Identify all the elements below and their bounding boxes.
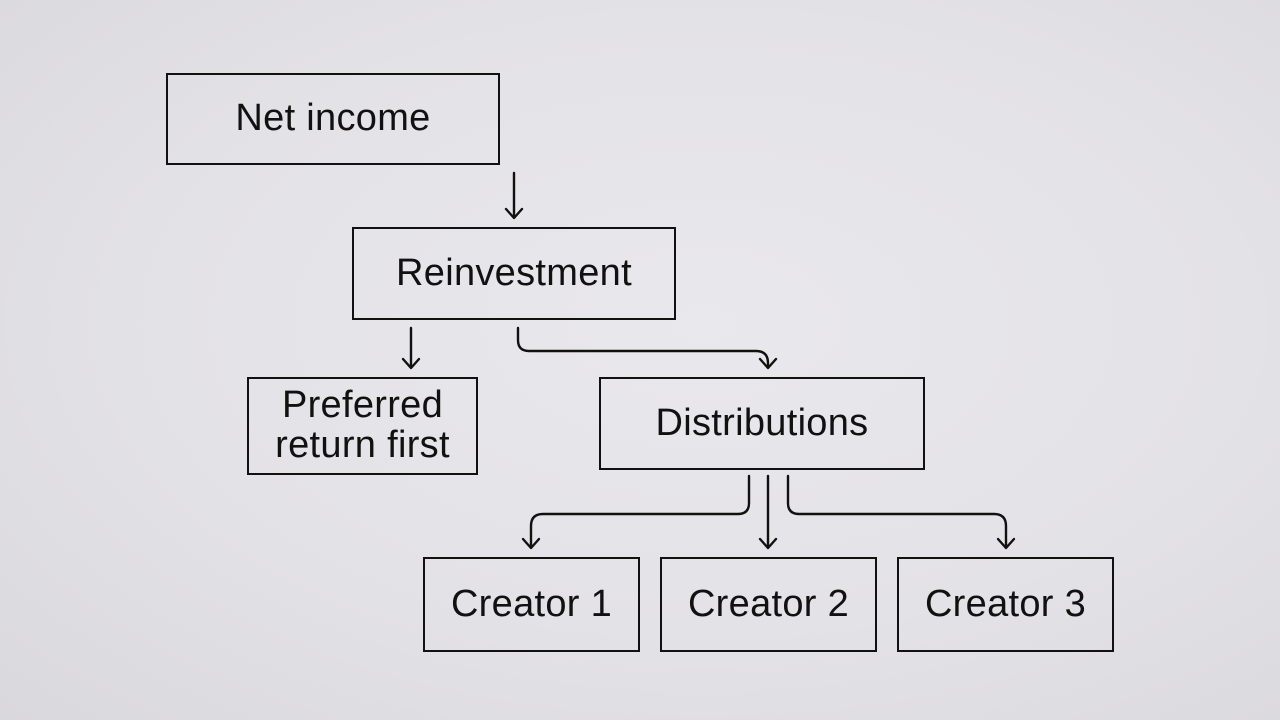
node-preferred-return-label: Preferred return first (275, 384, 450, 466)
node-reinvestment-label: Reinvestment (396, 251, 632, 294)
arrow-distributions-to-creator-3 (786, 474, 1016, 550)
node-creator-3-label: Creator 3 (924, 582, 1087, 625)
node-creator-1: Creator 1 (423, 557, 640, 652)
node-creator-2-label: Creator 2 (687, 582, 850, 625)
arrow-reinvestment-to-preferred-return (401, 326, 421, 370)
node-creator-1-label: Creator 1 (450, 582, 613, 625)
arrow-net-income-to-reinvestment (504, 171, 524, 220)
arrow-distributions-to-creator-1 (521, 474, 751, 550)
node-creator-2: Creator 2 (660, 557, 877, 652)
node-distributions-label: Distributions (655, 401, 869, 444)
node-net-income: Net income (166, 73, 500, 165)
arrow-distributions-to-creator-2 (758, 474, 778, 550)
node-preferred-return: Preferred return first (247, 377, 478, 475)
node-distributions: Distributions (599, 377, 925, 470)
arrow-reinvestment-to-distributions (516, 326, 778, 370)
node-creator-3: Creator 3 (897, 557, 1114, 652)
node-net-income-label: Net income (235, 97, 431, 140)
node-reinvestment: Reinvestment (352, 227, 676, 320)
